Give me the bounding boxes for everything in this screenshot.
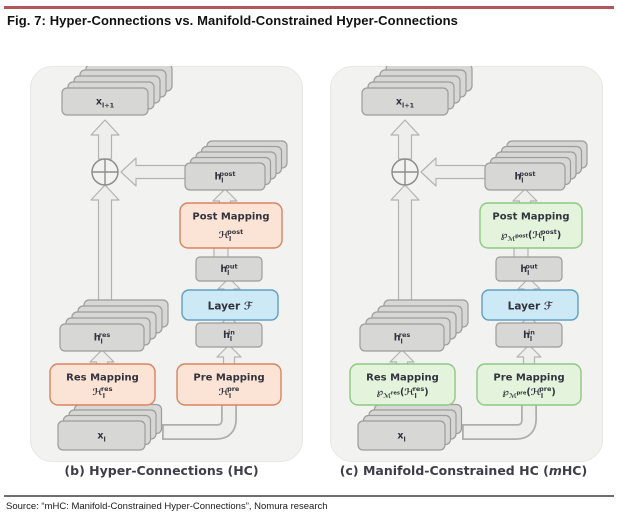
pre-mapping-box-rect	[476, 363, 582, 406]
h-post-stack-label: hlpost	[514, 170, 535, 185]
res-mapping-box-rect	[49, 363, 156, 406]
post-mapping-box-title: Post Mapping	[492, 212, 569, 223]
h-post-stack-label: hlpost	[214, 170, 235, 185]
h-in-card-rect	[195, 322, 263, 348]
post-mapping-box-formula: ℋlpost	[219, 228, 244, 243]
pre-mapping-box-formula: ℋlpre	[219, 385, 240, 400]
output-stack-front-card	[61, 87, 149, 116]
res-mapping-box-rect	[349, 363, 456, 406]
post-mapping-box-formula: ℘ℳpost(ℋlpost)	[501, 228, 561, 243]
mhc-diagram: xl+1 hlpost hlres xl hlout hlin Post Mapping ℘ℳ…	[330, 63, 603, 462]
h-in-card: hlin	[495, 322, 563, 348]
h-res-stack-front-card	[359, 323, 445, 352]
res-mapping-box-formula: ℋlres	[93, 385, 113, 400]
input-stack-label: xl	[97, 431, 105, 444]
pre-mapping-box-title: Pre Mapping	[193, 373, 264, 384]
mhc-caption: (c) Manifold-Constrained HC (mHC)	[339, 463, 588, 478]
mhc-caption-text: (c) Manifold-Constrained HC (	[339, 463, 549, 478]
post-mapping-box-title: Post Mapping	[192, 212, 269, 223]
h-res-stack-label: hlres	[94, 331, 111, 346]
h-post-stack: hlpost	[184, 140, 288, 191]
h-post-stack-front-card	[184, 162, 266, 191]
hc-diagram: xl+1 hlpost hlres xl hlout hlin Post Mappingℋl…	[30, 63, 303, 462]
source-note: Source: “mHC: Manifold-Constrained Hyper…	[6, 501, 328, 512]
post-mapping-box-rect	[179, 202, 283, 249]
h-out-card-rect	[495, 256, 563, 282]
h-res-stack-front-card	[59, 323, 145, 352]
post-mapping-box: Post Mapping ℘ℳpost(ℋlpost)	[479, 202, 583, 249]
circled-plus-icon	[91, 158, 119, 186]
h-out-card-rect	[195, 256, 263, 282]
h-post-stack: hlpost	[484, 140, 588, 191]
sum-to-output-arrow	[390, 119, 420, 160]
layer-box: Layer ℱ	[481, 289, 579, 321]
output-stack-front-card	[361, 87, 449, 116]
pipe-connector	[163, 401, 236, 439]
pre-mapping-box: Pre Mapping℘ℳpre(ℋlpre)	[476, 363, 582, 406]
output-stack: xl+1	[61, 63, 173, 116]
h-in-card: hlin	[195, 322, 263, 348]
figure-title: Fig. 7: Hyper-Connections vs. Manifold-C…	[7, 13, 459, 28]
layer-box: Layer ℱ	[181, 289, 279, 321]
layer-box-label: Layer ℱ	[208, 301, 254, 313]
pre-mapping-box-title: Pre Mapping	[493, 373, 564, 384]
h-in-card-label: hlin	[223, 328, 235, 343]
hc-caption: (b) Hyper-Connections (HC)	[25, 463, 298, 478]
circled-plus-icon	[391, 158, 419, 186]
h-out-card-label: hlout	[220, 262, 237, 277]
h-out-card: hlout	[495, 256, 563, 282]
hpost-to-sum-arrow	[420, 157, 494, 187]
res-mapping-box: Res Mapping℘ℳres(ℋlres)	[349, 363, 456, 406]
h-res-stack-label: hlres	[394, 331, 411, 346]
hc-caption-text: (b) Hyper-Connections (HC)	[64, 463, 259, 478]
output-stack: xl+1	[361, 63, 473, 116]
post-mapping-box-rect	[479, 202, 583, 249]
input-stack-front-card	[57, 420, 146, 451]
res-mapping-box-title: Res Mapping	[66, 373, 139, 384]
input-stack: xl	[357, 403, 463, 451]
layer-box-rect	[181, 289, 279, 321]
output-stack-label: xl+1	[96, 97, 115, 110]
header-rule	[4, 6, 614, 9]
sum-to-output-arrow	[90, 119, 120, 160]
h-in-card-rect	[495, 322, 563, 348]
h-res-stack: hlres	[359, 299, 469, 352]
mhc-diagram-panel: xl+1 hlpost hlres xl hlout hlin Post Mapping ℘ℳ…	[330, 63, 603, 467]
layer-box-label: Layer ℱ	[508, 301, 554, 313]
input-stack-label: xl	[397, 431, 405, 444]
output-stack-label: xl+1	[396, 97, 415, 110]
res-mapping-box-title: Res Mapping	[366, 373, 439, 384]
input-stack: xl	[57, 403, 163, 451]
h-out-card: hlout	[195, 256, 263, 282]
input-stack-front-card	[357, 420, 446, 451]
layer-box-rect	[481, 289, 579, 321]
footer-rule	[4, 495, 614, 497]
hpost-to-sum-arrow	[120, 157, 194, 187]
h-res-stack: hlres	[59, 299, 169, 352]
res-mapping-box-formula: ℘ℳres(ℋlres)	[376, 385, 428, 400]
pre-mapping-box-rect	[176, 363, 282, 406]
h-post-stack-front-card	[484, 162, 566, 191]
h-in-card-label: hlin	[523, 328, 535, 343]
h-out-card-label: hlout	[520, 262, 537, 277]
pipe-connector	[463, 401, 536, 439]
pre-mapping-box-formula: ℘ℳpre(ℋlpre)	[502, 385, 556, 400]
